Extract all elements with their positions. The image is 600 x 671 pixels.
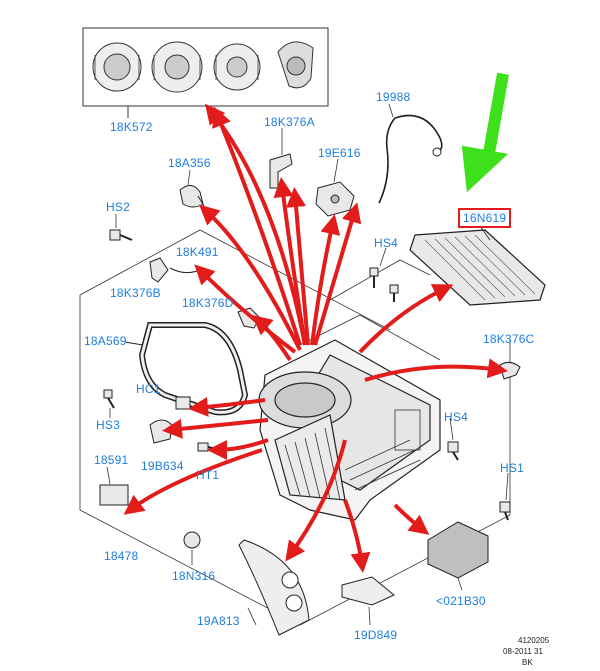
part-label-HS3: HS3 — [96, 418, 120, 432]
pollen-filter-16N619 — [409, 225, 546, 306]
gasket-18A569 — [124, 322, 249, 416]
boundary-lines — [79, 229, 511, 626]
part-label-19988: 19988 — [376, 90, 411, 104]
part-label-18A569: 18A569 — [84, 334, 127, 348]
part-label-HS4-upper: HS4 — [374, 236, 398, 250]
gear-parts-18K572 — [82, 27, 329, 118]
part-label-HT1: HT1 — [196, 468, 220, 482]
drawing-code: BK — [522, 658, 533, 667]
part-label-021B30: <021B30 — [436, 594, 486, 608]
part-label-18591: 18591 — [94, 453, 129, 467]
part-label-HS2: HS2 — [106, 200, 130, 214]
part-label-HS4-lower: HS4 — [444, 410, 468, 424]
part-label-18K491: 18K491 — [176, 245, 219, 259]
part-label-19A813: 19A813 — [197, 614, 240, 628]
part-label-19E616: 19E616 — [318, 146, 361, 160]
part-label-18A356: 18A356 — [168, 156, 211, 170]
red-assembly-arrows — [123, 103, 508, 573]
part-label-18K376B: 18K376B — [110, 286, 161, 300]
part-label-19B634: 19B634 — [141, 459, 184, 473]
part-label-18478: 18478 — [104, 549, 139, 563]
part-label-16N619-highlighted: 16N619 — [458, 208, 512, 228]
part-label-18N316: 18N316 — [172, 569, 216, 583]
heater-housing — [258, 314, 441, 521]
drawing-reference-number: 4120205 — [518, 636, 550, 645]
part-label-HS1: HS1 — [500, 461, 524, 475]
leader-lines — [106, 103, 509, 626]
part-label-18K572: 18K572 — [110, 120, 153, 134]
part-label-18K376C: 18K376C — [483, 332, 535, 346]
drawing-date: 08-2011 31 — [503, 647, 543, 656]
part-label-19D849: 19D849 — [354, 628, 398, 642]
part-label-18K376D: 18K376D — [182, 296, 234, 310]
green-highlight-arrow — [461, 72, 509, 193]
part-label-18K376A: 18K376A — [264, 115, 315, 129]
part-label-HC1: HC1 — [136, 382, 161, 396]
